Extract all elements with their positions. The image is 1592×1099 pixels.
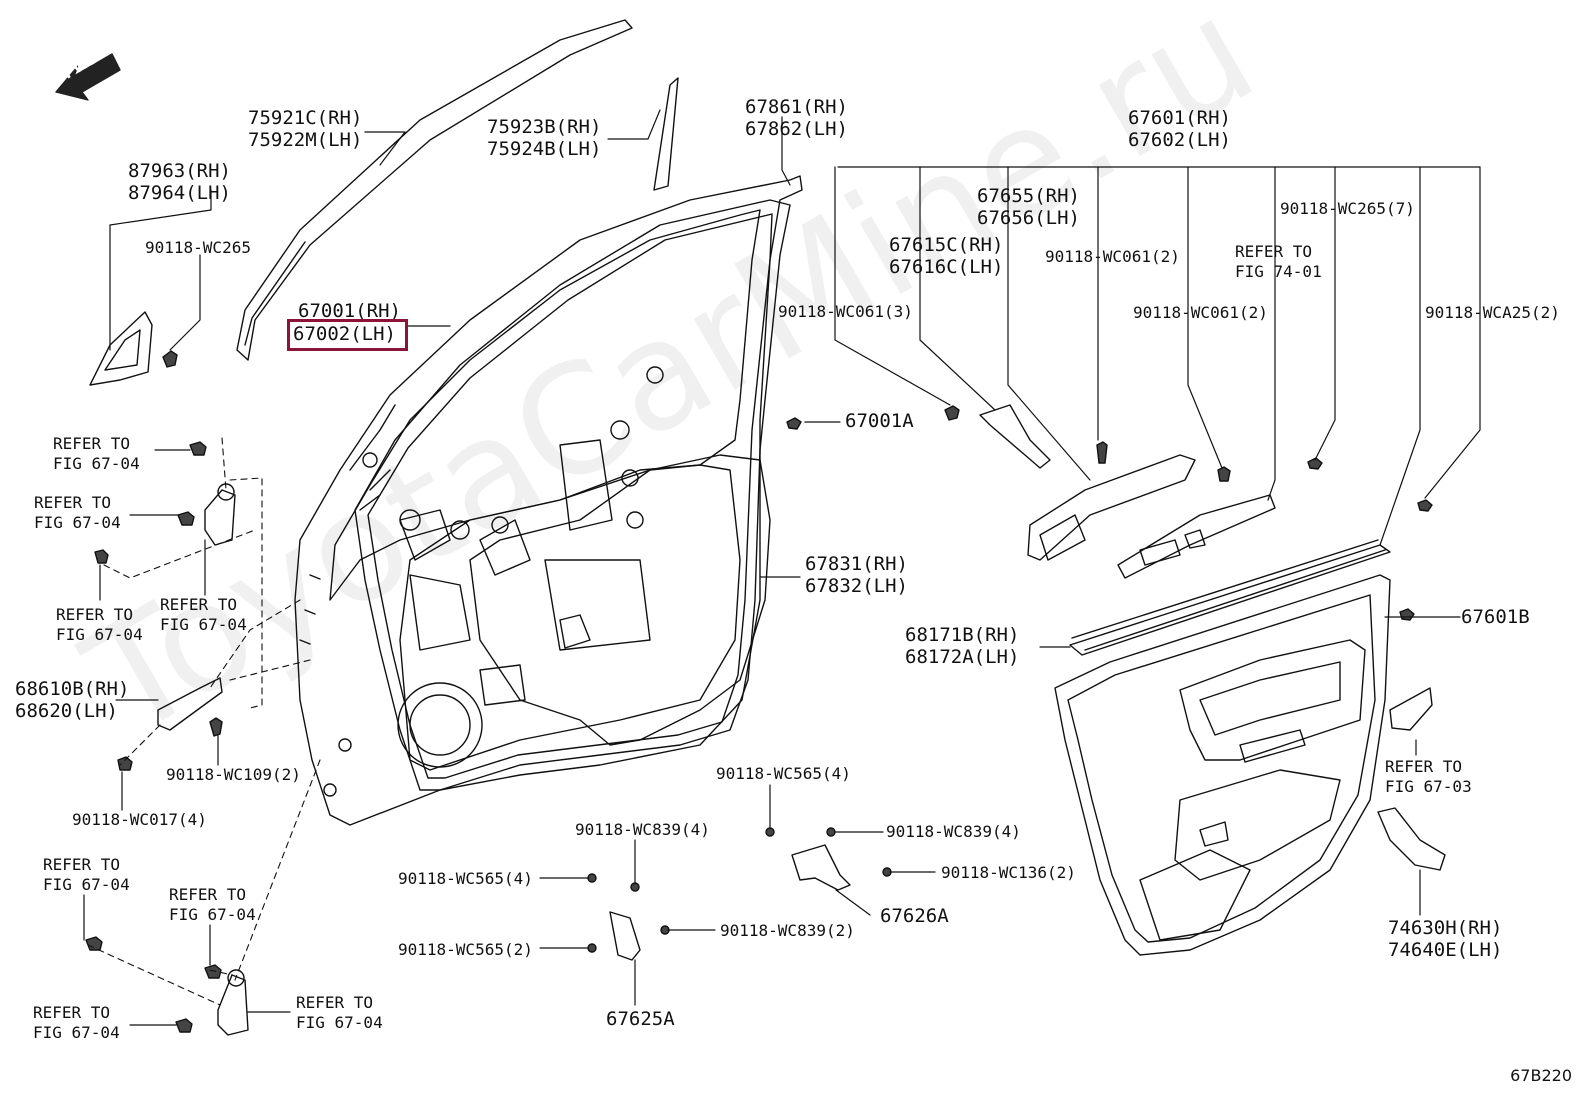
- door-trim-panel: [1054, 574, 1391, 956]
- pillar-trim-piece: [1377, 807, 1446, 871]
- label-67615c: 67615C(RH) 67616C(LH): [889, 234, 1004, 278]
- label-90118-wc565-4b: 90118-WC565(4): [398, 869, 533, 888]
- label-90118-wc839-4b: 90118-WC839(4): [886, 822, 1021, 841]
- label-90118-wc017: 90118-WC017(4): [72, 810, 207, 829]
- label-68171b: 68171B(RH) 68172A(LH): [905, 624, 1020, 668]
- label-refer-67-04-d: REFER TO FIG 67-04: [160, 595, 247, 634]
- label-67001-rh: 67001(RH): [298, 300, 401, 322]
- label-90118-wc265-7: 90118-WC265(7): [1280, 199, 1415, 218]
- label-67831: 67831(RH) 67832(LH): [805, 553, 908, 597]
- label-68610b: 68610B(RH) 68620(LH): [15, 678, 130, 722]
- label-87963: 87963(RH) 87964(LH): [128, 160, 231, 204]
- label-90118-wc109: 90118-WC109(2): [166, 765, 301, 784]
- label-refer-67-04-a: REFER TO FIG 67-04: [53, 434, 140, 473]
- bracket-clip-icon: [979, 404, 1051, 469]
- inner-door-seal: [469, 454, 771, 746]
- label-90118-wca25: 90118-WCA25(2): [1425, 303, 1560, 322]
- door-weatherstrip: [354, 199, 791, 791]
- label-67625a: 67625A: [606, 1008, 675, 1030]
- door-trim-garnish: [1389, 687, 1433, 731]
- bracket-67625a: [609, 911, 641, 961]
- dashed-guide-lines: [87, 437, 321, 1006]
- belt-moulding: [1069, 539, 1391, 656]
- label-refer-67-04-f: REFER TO FIG 67-04: [169, 885, 256, 924]
- label-90118-wc061-2b: 90118-WC061(2): [1133, 303, 1268, 322]
- label-90118-wc265: 90118-WC265: [145, 238, 251, 257]
- label-67601b: 67601B: [1461, 606, 1530, 628]
- label-67002-lh: 67002(LH): [293, 323, 396, 345]
- label-90118-wc565-4a: 90118-WC565(4): [716, 764, 851, 783]
- label-74630h: 74630H(RH) 74640E(LH): [1388, 917, 1503, 961]
- label-67655: 67655(RH) 67656(LH): [977, 185, 1080, 229]
- label-67861: 67861(RH) 67862(LH): [745, 96, 848, 140]
- label-75923b: 75923B(RH) 75924B(LH): [487, 116, 602, 160]
- window-frame-moulding: [236, 19, 633, 361]
- leader-lines: [83, 109, 1481, 1026]
- label-refer-67-04-e: REFER TO FIG 67-04: [43, 855, 130, 894]
- label-67601: 67601(RH) 67602(LH): [1128, 107, 1231, 151]
- label-refer-67-04-h: REFER TO FIG 67-04: [296, 993, 383, 1032]
- label-90118-wc136: 90118-WC136(2): [941, 863, 1076, 882]
- label-90118-wc839-2: 90118-WC839(2): [720, 921, 855, 940]
- door-check-arm: [117, 677, 223, 771]
- diagram-code: 67B220: [1510, 1066, 1572, 1085]
- label-90118-wc061-3: 90118-WC061(3): [778, 302, 913, 321]
- label-90118-wc565-2: 90118-WC565(2): [398, 940, 533, 959]
- label-75921c: 75921C(RH) 75922M(LH): [248, 107, 363, 151]
- armrest-base: [1027, 454, 1196, 561]
- label-refer-74-01: REFER TO FIG 74-01: [1235, 242, 1322, 281]
- pillar-garnish-strip: [653, 77, 679, 191]
- highlighted-part-box: [287, 319, 408, 351]
- label-refer-67-04-b: REFER TO FIG 67-04: [34, 493, 121, 532]
- label-refer-67-04-g: REFER TO FIG 67-04: [33, 1003, 120, 1042]
- label-refer-67-03: REFER TO FIG 67-03: [1385, 757, 1472, 796]
- door-shell: [294, 175, 803, 826]
- label-67626a: 67626A: [880, 905, 949, 927]
- clip-icon: [162, 350, 178, 368]
- label-refer-67-04-c: REFER TO FIG 67-04: [56, 605, 143, 644]
- window-switch-panel: [1117, 494, 1276, 579]
- bracket-67626a: [791, 844, 851, 891]
- label-90118-wc061-2a: 90118-WC061(2): [1045, 247, 1180, 266]
- mirror-corner-garnish: [89, 311, 153, 386]
- fwd-arrow-icon: [55, 53, 121, 101]
- label-90118-wc839-4a: 90118-WC839(4): [575, 820, 710, 839]
- label-67001a: 67001A: [845, 410, 914, 432]
